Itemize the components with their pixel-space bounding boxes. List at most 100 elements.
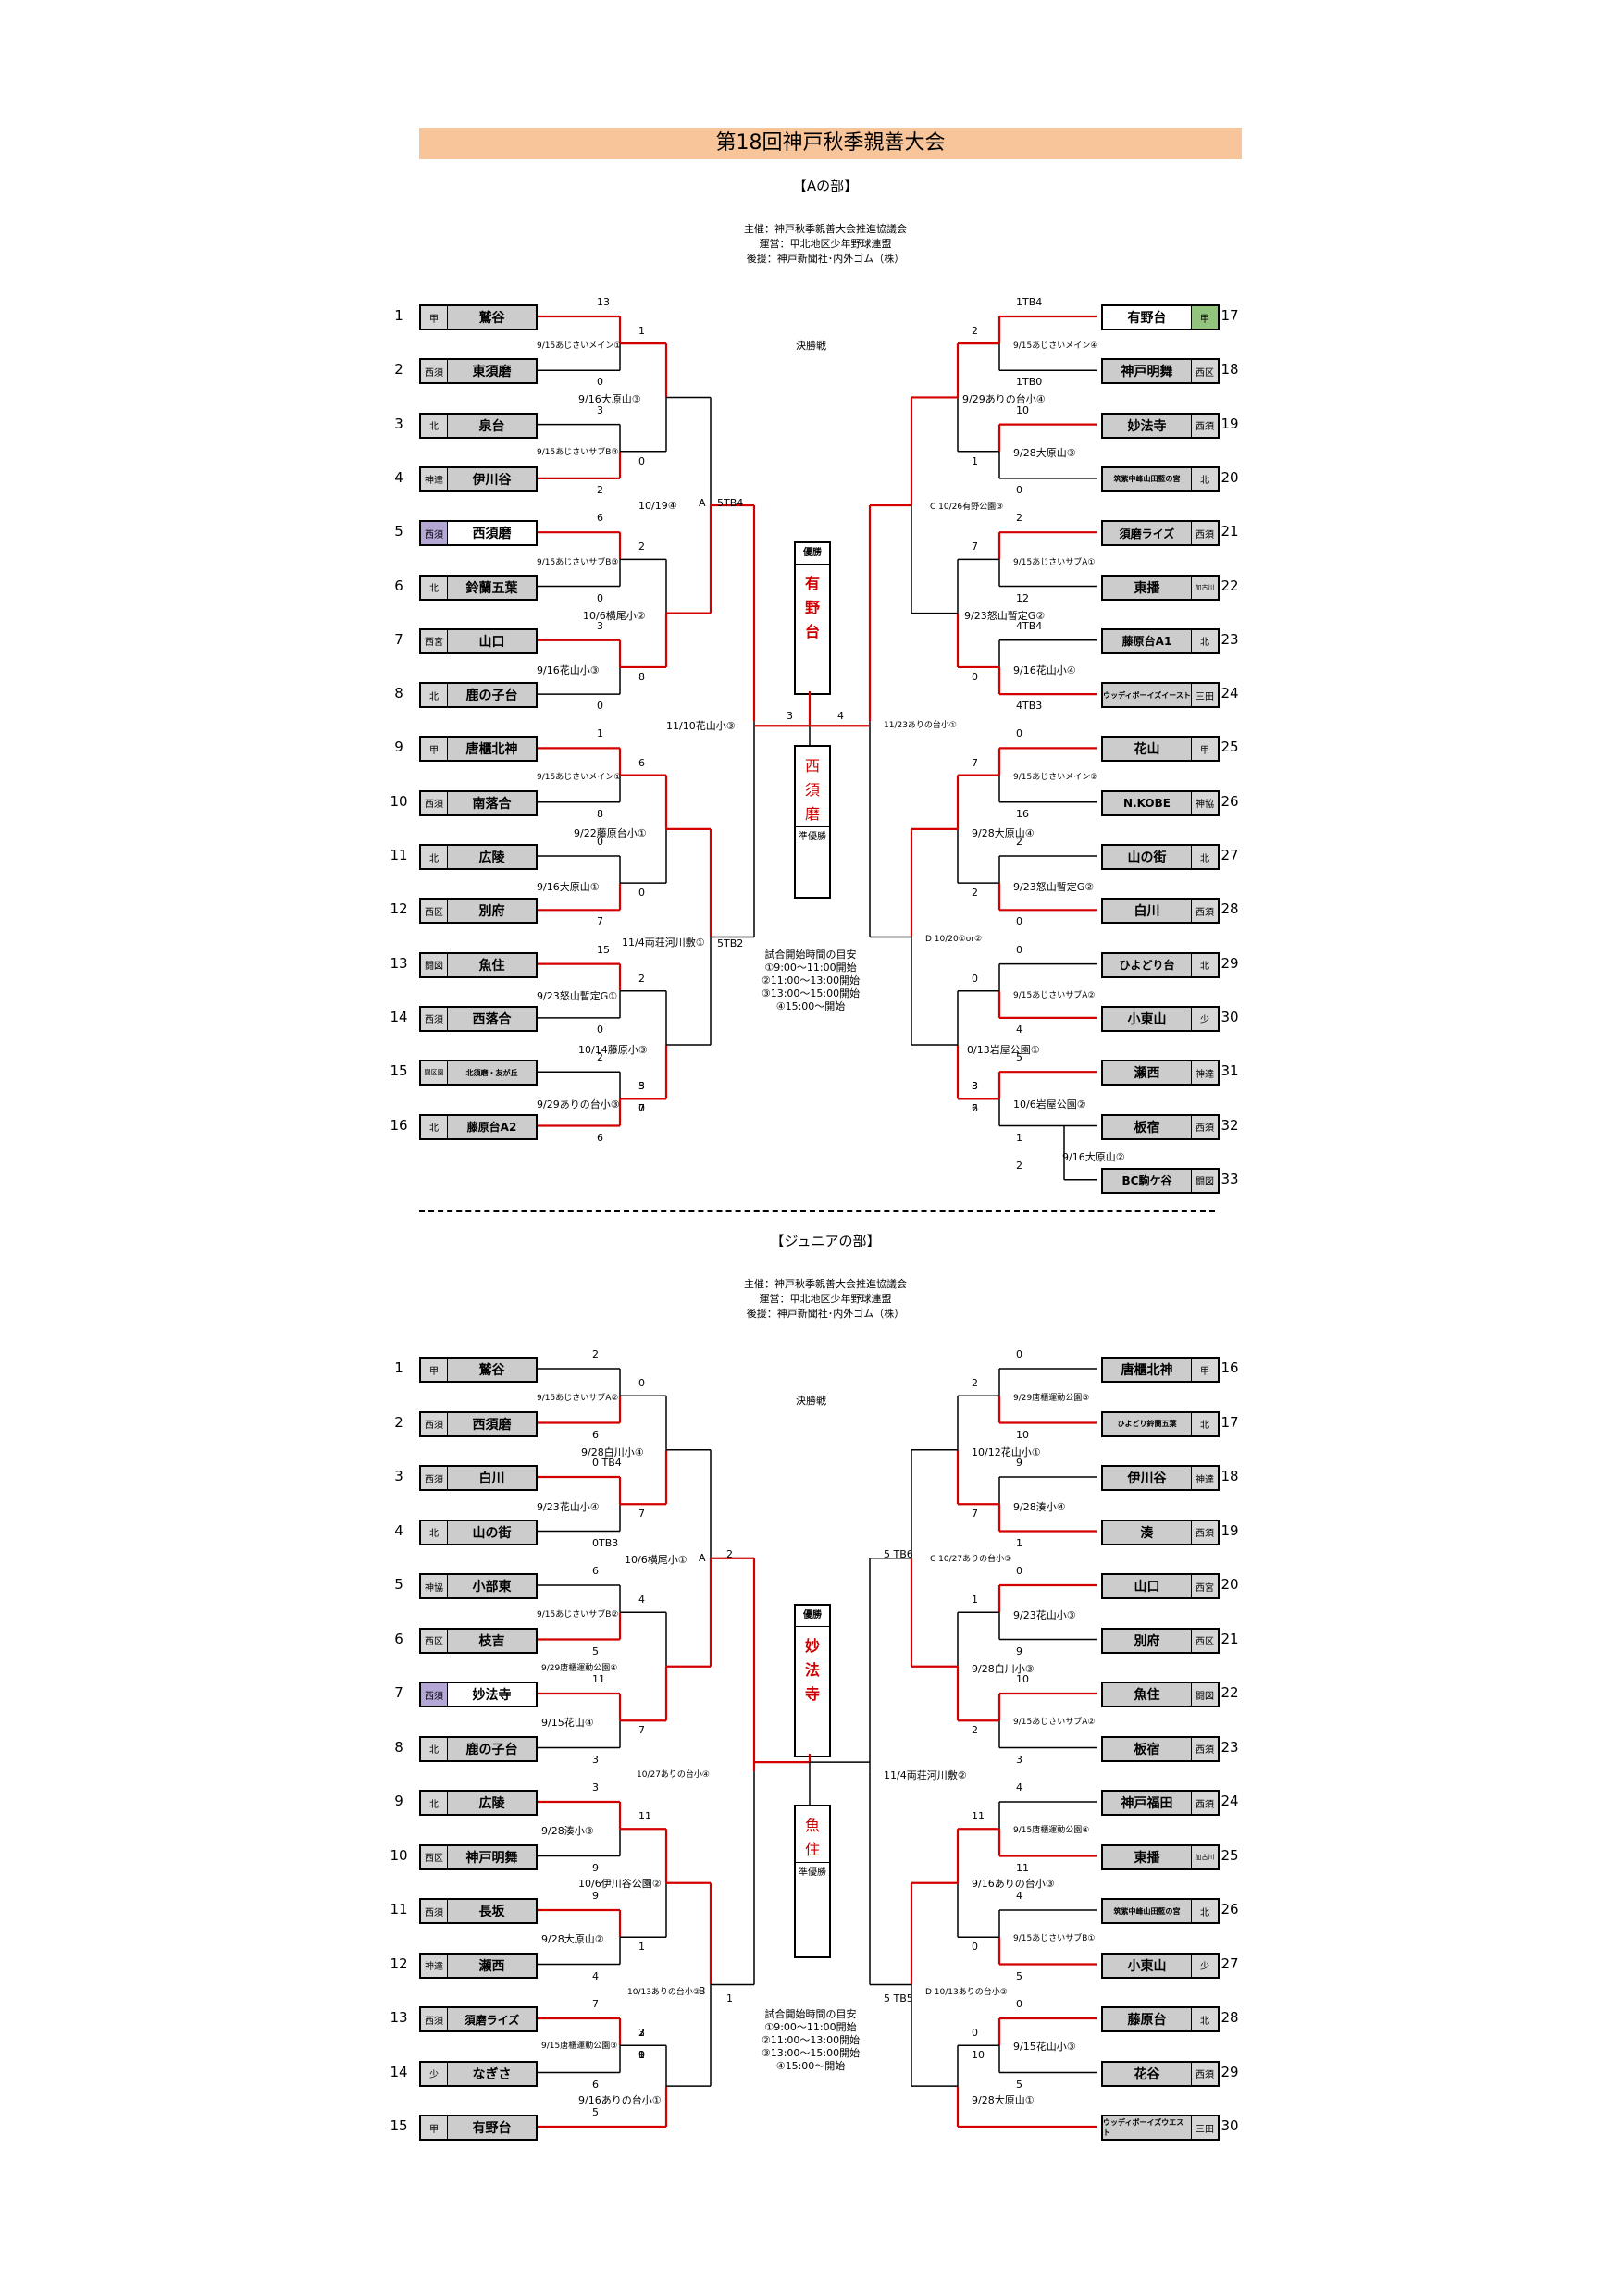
- team-name: 神戸明舞: [1121, 365, 1173, 380]
- j-score-left: 0TB3: [592, 1536, 619, 1549]
- j-seed-right: 18: [1220, 1468, 1239, 1484]
- team-name: 小東山: [1127, 1958, 1167, 1974]
- j-seed-right: 22: [1220, 1684, 1239, 1701]
- a-seed-left: 2: [394, 361, 403, 379]
- j-match-label-right: 9/28白川小③: [972, 1663, 1035, 1675]
- organizer-line: 運営：甲北地区少年野球連盟: [759, 1293, 892, 1305]
- j-match-label-left: 9/15あじさいサブB②: [537, 1610, 619, 1620]
- team-name: 鷲谷: [478, 1363, 505, 1378]
- region-label: 西須: [1191, 1115, 1218, 1138]
- j-match-label-right: 9/15唐櫃運動公園④: [1013, 1826, 1090, 1835]
- region-label: 甲: [421, 2116, 448, 2139]
- j-organizers: 主催：神戸秋季親善大会推進協議会 運営：甲北地区少年野球連盟 後援：神戸新聞社･…: [687, 1277, 964, 1322]
- j-seed-left: 15: [390, 2117, 408, 2134]
- j-team-right: 西須神戸福田: [1101, 1790, 1220, 1816]
- a-team-left: 西宮山口: [419, 627, 538, 654]
- j-score-left: 4: [592, 1969, 599, 1982]
- a-bracket-letter: A: [699, 497, 706, 509]
- j-score-left-r2: 0: [638, 1377, 645, 1390]
- j-team-right: 北ひよどり鈴蘭五葉: [1101, 1410, 1220, 1437]
- j-team-right: 神達伊川谷: [1101, 1465, 1220, 1491]
- j-seed-left: 3: [394, 1468, 403, 1484]
- j-score-right: 0: [1016, 1565, 1022, 1577]
- region-label: 加古川: [1191, 1845, 1218, 1868]
- team-name: 藤原台A2: [466, 1121, 517, 1134]
- team-name: 泉台: [478, 418, 505, 434]
- j-seed-right: 23: [1220, 1738, 1239, 1756]
- region-label: 西区: [421, 900, 448, 923]
- a-match-label-right: 9/16花山小④: [1013, 664, 1076, 676]
- j-score-left: 6: [592, 1428, 599, 1441]
- region-label: 西須: [421, 2008, 448, 2030]
- a-score-left: 6: [597, 1131, 603, 1144]
- j-seed-right: 17: [1220, 1413, 1239, 1431]
- a-score-right: 1TB0: [1016, 376, 1043, 389]
- j-team-left: 西須白川: [419, 1465, 538, 1491]
- a-match-label-right: C 10/26有野公園③: [930, 503, 1004, 512]
- j-team-left: 甲有野台: [419, 2115, 538, 2141]
- a-match-label-left: 9/15あじさいメイン①: [537, 773, 622, 782]
- j-match-label-left: 9/15花山④: [541, 1717, 594, 1729]
- a-final-label: 決勝戦: [796, 340, 826, 352]
- j-match-label-left: 10/13ありの台小②: [627, 1988, 701, 1997]
- start-times-line: ③13:00～15:00開始: [761, 2047, 861, 2059]
- j-team-left: 北広陵: [419, 1790, 538, 1816]
- j-team-left: 西須西須磨: [419, 1410, 538, 1437]
- a-seed-left: 11: [390, 847, 408, 863]
- start-times-line: ④15:00～開始: [775, 1000, 846, 1012]
- j-match-label-left: 9/28白川小④: [581, 1446, 644, 1458]
- j-match-label-left: 9/16ありの台小①: [578, 2094, 662, 2106]
- j-team-left: 北鹿の子台: [419, 1735, 538, 1762]
- a-team-right: 少小東山: [1101, 1005, 1220, 1032]
- region-label: 北: [421, 1115, 448, 1138]
- j-match-label-right: 11/4両荘河川敷②: [884, 1769, 967, 1781]
- a-team-left: 西須西須磨: [419, 520, 538, 547]
- a-score-right: 0: [1016, 483, 1022, 496]
- a-score-left: 15: [597, 943, 610, 956]
- a-score-right: 5: [1016, 1051, 1022, 1064]
- region-label: 北: [1191, 2008, 1218, 2030]
- a-match-label-left: 10/6横尾小②: [583, 610, 646, 622]
- a-score-right: 0: [1016, 943, 1022, 956]
- j-score-right: 1: [1016, 1536, 1022, 1549]
- team-name: ウッディボーイズウエスト: [1103, 2118, 1184, 2137]
- j-score-right-r2: 10: [972, 2049, 985, 2062]
- team-name: 西須磨: [448, 522, 536, 545]
- a-score-right: 4TB4: [1016, 619, 1043, 632]
- a-team-left: 西須西落合: [419, 1005, 538, 1032]
- a-team-right: 西須須磨ライズ: [1101, 520, 1220, 547]
- j-seed-right: 29: [1220, 2063, 1239, 2080]
- a-score-right-r2: 2: [972, 1102, 978, 1115]
- team-name: 広陵: [478, 1796, 505, 1811]
- start-times-line: ①9:00～11:00開始: [764, 2021, 857, 2033]
- j-score-left: 3: [592, 1753, 599, 1766]
- j-score-left: 9: [592, 1861, 599, 1874]
- j-start-times: 試合開始時間の目安 ①9:00～11:00開始 ②11:00～13:00開始 ③…: [737, 2008, 885, 2073]
- team-name: 白川: [478, 1471, 505, 1486]
- j-match-label-right: 9/16ありの台小③: [972, 1878, 1055, 1890]
- team-name: 東播: [1134, 1850, 1160, 1866]
- j-match-label-right: 9/15あじさいサブB①: [1013, 1934, 1096, 1943]
- a-seed-left: 5: [394, 523, 403, 540]
- region-label: 甲: [1191, 1359, 1218, 1381]
- j-seed-right: 21: [1220, 1630, 1239, 1647]
- a-seed-right: 30: [1220, 1008, 1239, 1025]
- a-seed-right: 18: [1220, 361, 1239, 379]
- j-seed-left: 14: [390, 2063, 408, 2080]
- region-label: 西区: [421, 1629, 448, 1652]
- a-match-label-left: 9/29ありの台小③: [537, 1098, 620, 1111]
- j-score-right: 9: [1016, 1457, 1022, 1469]
- j-score-left-r2: 1: [638, 1941, 645, 1954]
- a-team-left: 北泉台: [419, 412, 538, 439]
- j-champion-box: 優勝 妙法寺: [794, 1604, 831, 1757]
- j-team-right: 西須湊: [1101, 1519, 1220, 1545]
- start-times-line: 試合開始時間の目安: [764, 949, 857, 961]
- j-score-right: 0: [1016, 1348, 1022, 1360]
- region-label: 甲: [1191, 738, 1218, 761]
- a-seed-right: 32: [1220, 1116, 1239, 1134]
- j-team-right: 少小東山: [1101, 1952, 1220, 1979]
- a-score-left-r2: 0: [638, 887, 645, 900]
- organizer-line: 後援：神戸新聞社･内外ゴム（株）: [746, 253, 905, 265]
